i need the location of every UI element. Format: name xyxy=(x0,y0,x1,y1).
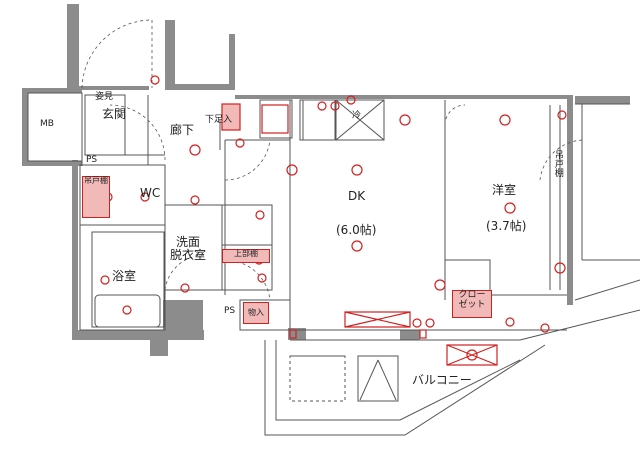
western-room-label: 洋室 xyxy=(492,183,517,197)
ps-bottom-label: PS xyxy=(224,306,236,316)
wc-label: WC xyxy=(140,186,161,200)
door-swings xyxy=(81,19,586,301)
genkan-label: 玄関 xyxy=(102,107,127,121)
fridge-label: 冷 xyxy=(352,111,362,121)
dk-size: (6.0帖) xyxy=(336,223,377,237)
upper-cabinet-tag: 上部棚 xyxy=(222,249,270,263)
dk-label: DK xyxy=(348,189,366,203)
bathroom-label: 浴室 xyxy=(112,269,137,283)
mirror-label: 姿見 xyxy=(95,92,114,102)
western-room-size: (3.7帖) xyxy=(486,219,527,233)
interior-lines xyxy=(27,92,640,436)
hallway-label: 廊下 xyxy=(170,123,195,137)
hanger-label: 吊戸棚 xyxy=(552,150,563,177)
entrance-storage-label: 下足入 xyxy=(205,115,233,125)
balcony-label: バルコニー xyxy=(412,373,472,387)
ps-top-label: PS xyxy=(86,155,98,165)
wc-cabinet-tag: 吊戸棚 xyxy=(82,176,110,218)
closet-tag: クロー ゼット xyxy=(452,290,492,318)
walls xyxy=(22,4,630,356)
storage-in-tag: 物入 xyxy=(243,302,269,324)
mb-label: MB xyxy=(40,119,54,129)
washroom-label: 洗面 脱衣室 xyxy=(170,235,207,263)
